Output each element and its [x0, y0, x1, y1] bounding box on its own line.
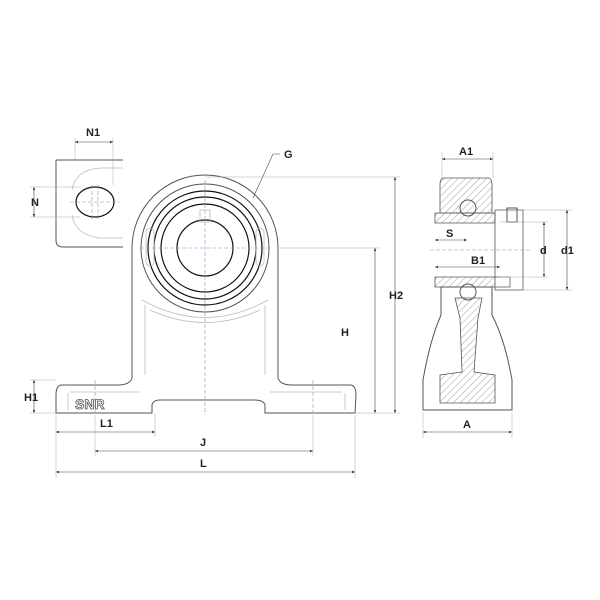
- label-a1: A1: [459, 146, 473, 158]
- dimension-labels: N1 N G H1 L1 J L H H2 A1 S B1 d d1 A: [24, 127, 574, 470]
- foot-hole-detail-view: [55, 159, 123, 248]
- label-h: H: [341, 327, 349, 339]
- label-s: S: [446, 228, 453, 240]
- label-j: J: [200, 437, 206, 449]
- label-n1: N1: [86, 127, 100, 139]
- dimension-lines: [32, 140, 569, 474]
- label-h1: H1: [24, 392, 38, 404]
- svg-text:SNR: SNR: [75, 396, 105, 412]
- label-n: N: [31, 197, 39, 209]
- label-d1: d1: [561, 245, 574, 257]
- label-d: d: [540, 245, 547, 257]
- label-h2: H2: [389, 290, 403, 302]
- label-b1: B1: [471, 255, 485, 267]
- label-l1: L1: [100, 418, 113, 430]
- snr-logo: SNR: [75, 396, 105, 413]
- housing-front-view: SNR: [55, 174, 357, 415]
- label-a: A: [463, 419, 471, 431]
- label-l: L: [200, 458, 207, 470]
- housing-section-view: [422, 177, 530, 411]
- label-g: G: [284, 149, 293, 161]
- extension-lines: [30, 138, 572, 478]
